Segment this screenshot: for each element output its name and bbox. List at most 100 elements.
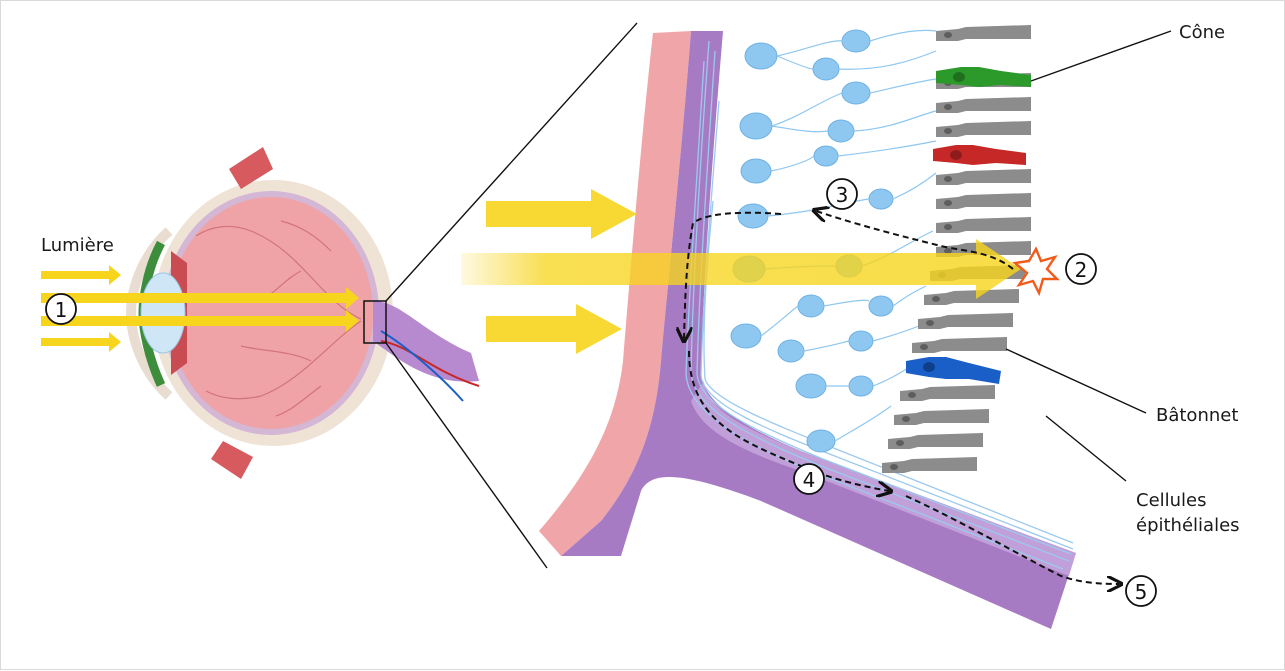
rod-cell	[924, 289, 1019, 305]
rod-cell	[918, 313, 1013, 329]
bipolar-cell	[827, 119, 855, 143]
bipolar-cell	[848, 330, 874, 352]
rod-cell	[912, 337, 1007, 353]
zoom-box	[363, 300, 387, 344]
rods	[882, 25, 1031, 473]
rod-nucleus	[944, 104, 952, 110]
inner-limiting-layer	[539, 31, 691, 556]
zoom-line-top	[385, 22, 638, 302]
step-marker-4: 4	[793, 463, 825, 495]
light-arrow	[41, 332, 121, 352]
vitreous	[169, 197, 373, 429]
rod-nucleus	[944, 248, 952, 254]
eye-light-arrows	[41, 265, 359, 352]
light-arrow	[486, 189, 637, 239]
rod-cell	[936, 121, 1031, 137]
main-light-beam	[461, 239, 1021, 299]
rod-nucleus	[944, 224, 952, 230]
optic-artery	[380, 340, 480, 387]
rod-nucleus	[920, 344, 928, 350]
bipolar-cell	[868, 188, 894, 210]
rod-nucleus	[926, 320, 934, 326]
signal-path-5	[905, 495, 1119, 584]
rod-nucleus	[890, 464, 898, 470]
cone-green	[936, 67, 1031, 87]
rod-cell	[936, 193, 1031, 209]
light-arrow	[41, 265, 121, 285]
rod-cell	[936, 169, 1031, 185]
bipolar-cell	[848, 375, 874, 397]
rod-nucleus	[944, 128, 952, 134]
label-epithelial-line2: épithéliales	[1136, 515, 1240, 536]
bipolar-cell	[777, 339, 805, 363]
label-epithelial-line1: Cellules	[1136, 490, 1207, 511]
rod-callout-line	[1005, 348, 1147, 414]
step-number: 5	[1135, 580, 1148, 604]
rod-cell	[882, 457, 977, 473]
rod-nucleus	[902, 416, 910, 422]
ganglion-cell	[806, 429, 836, 453]
ganglion-cell	[730, 323, 762, 349]
retina-light-arrows	[486, 189, 637, 354]
rod-cell	[936, 97, 1031, 113]
cone-blue	[906, 357, 1001, 384]
step-number: 4	[803, 468, 816, 492]
axon-lines	[685, 40, 1074, 570]
label-light: Lumière	[41, 235, 114, 256]
step-number: 2	[1075, 258, 1088, 282]
light-arrow	[41, 287, 359, 309]
lens	[140, 272, 186, 354]
eyeball	[125, 147, 480, 479]
rod-nucleus	[944, 32, 952, 38]
optic-nerve	[373, 301, 479, 382]
rod-nucleus	[896, 440, 904, 446]
step-marker-3: 3	[826, 178, 858, 210]
step-number: 3	[836, 183, 849, 207]
rod-nucleus	[932, 296, 940, 302]
rod-nucleus	[908, 392, 916, 398]
optic-vein	[380, 330, 464, 402]
ganglion-cell	[737, 203, 769, 229]
lower-eye-muscle	[211, 441, 253, 479]
step-marker-2: 2	[1065, 253, 1097, 285]
step-marker-5: 5	[1125, 575, 1157, 607]
rod-cell	[936, 25, 1031, 41]
bipolar-cell	[812, 57, 840, 81]
rod-cell	[900, 385, 995, 401]
rod-cell	[894, 409, 989, 425]
cone-callout-line	[1030, 30, 1172, 82]
step-marker-1: 1	[45, 293, 77, 325]
epithelial-callout-line	[1045, 415, 1127, 482]
activation-spark	[1012, 246, 1060, 297]
ganglion-cell	[739, 112, 773, 140]
signal-path-down	[684, 211, 782, 339]
label-rod: Bâtonnet	[1156, 405, 1238, 426]
retina-section	[461, 25, 1119, 629]
upper-eye-muscle	[229, 147, 273, 189]
bipolar-cell	[797, 294, 825, 318]
cornea	[125, 227, 173, 400]
nerve-fiber-layer	[561, 31, 1076, 629]
bipolar-cell	[841, 29, 871, 53]
ganglion-cell	[740, 158, 772, 184]
bipolar-cell	[868, 295, 894, 317]
light-arrow	[486, 304, 622, 354]
bipolar-cell	[841, 81, 871, 105]
rod-nucleus	[944, 176, 952, 182]
ganglion-cell	[795, 373, 827, 399]
label-cone: Cône	[1179, 22, 1225, 43]
step-number: 1	[55, 298, 68, 322]
ganglion-cells	[730, 29, 894, 453]
zoom-line-bottom	[385, 342, 548, 569]
signal-path-3	[816, 211, 1014, 270]
bipolar-cell	[813, 145, 839, 167]
rod-cell	[888, 433, 983, 449]
signal-path-4	[688, 350, 889, 491]
ganglion-cell	[744, 42, 778, 70]
rod-nucleus	[944, 200, 952, 206]
light-arrow	[41, 310, 359, 332]
rod-cell	[936, 217, 1031, 233]
cone-red	[933, 145, 1026, 165]
